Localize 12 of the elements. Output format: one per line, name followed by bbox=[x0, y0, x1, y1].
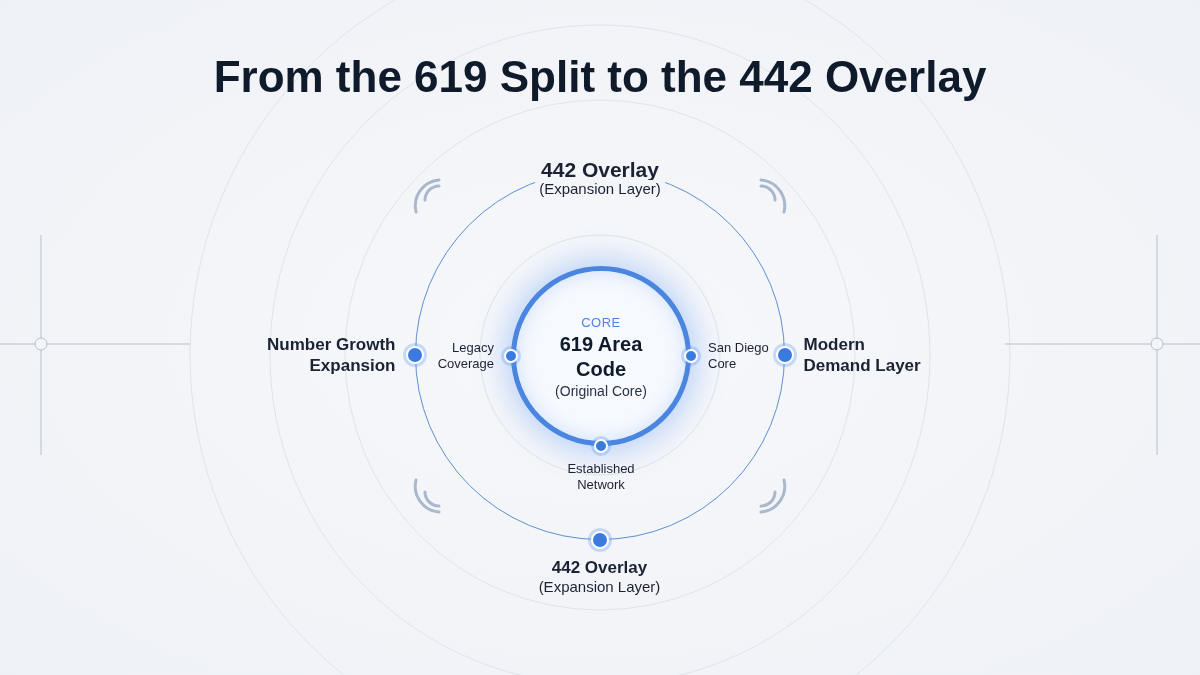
point-label: San Diego Core bbox=[708, 340, 770, 372]
point-label: Modern Demand Layer bbox=[803, 333, 922, 376]
core-subtitle: (Original Core) bbox=[555, 382, 647, 399]
core-title: 619 Area Code bbox=[558, 331, 644, 382]
page-title: From the 619 Split to the 442 Overlay bbox=[212, 52, 988, 102]
point-label: 442 Overlay bbox=[550, 556, 649, 578]
layer-sublabel: (Expansion Layer) bbox=[535, 180, 665, 198]
point-label: Established Network bbox=[566, 461, 636, 493]
point-label: Legacy Coverage bbox=[436, 340, 494, 372]
point-label: Number Growth Expansion bbox=[266, 333, 396, 376]
point-sublabel: (Expansion Layer) bbox=[537, 578, 662, 595]
core-tag: CORE bbox=[581, 314, 621, 330]
